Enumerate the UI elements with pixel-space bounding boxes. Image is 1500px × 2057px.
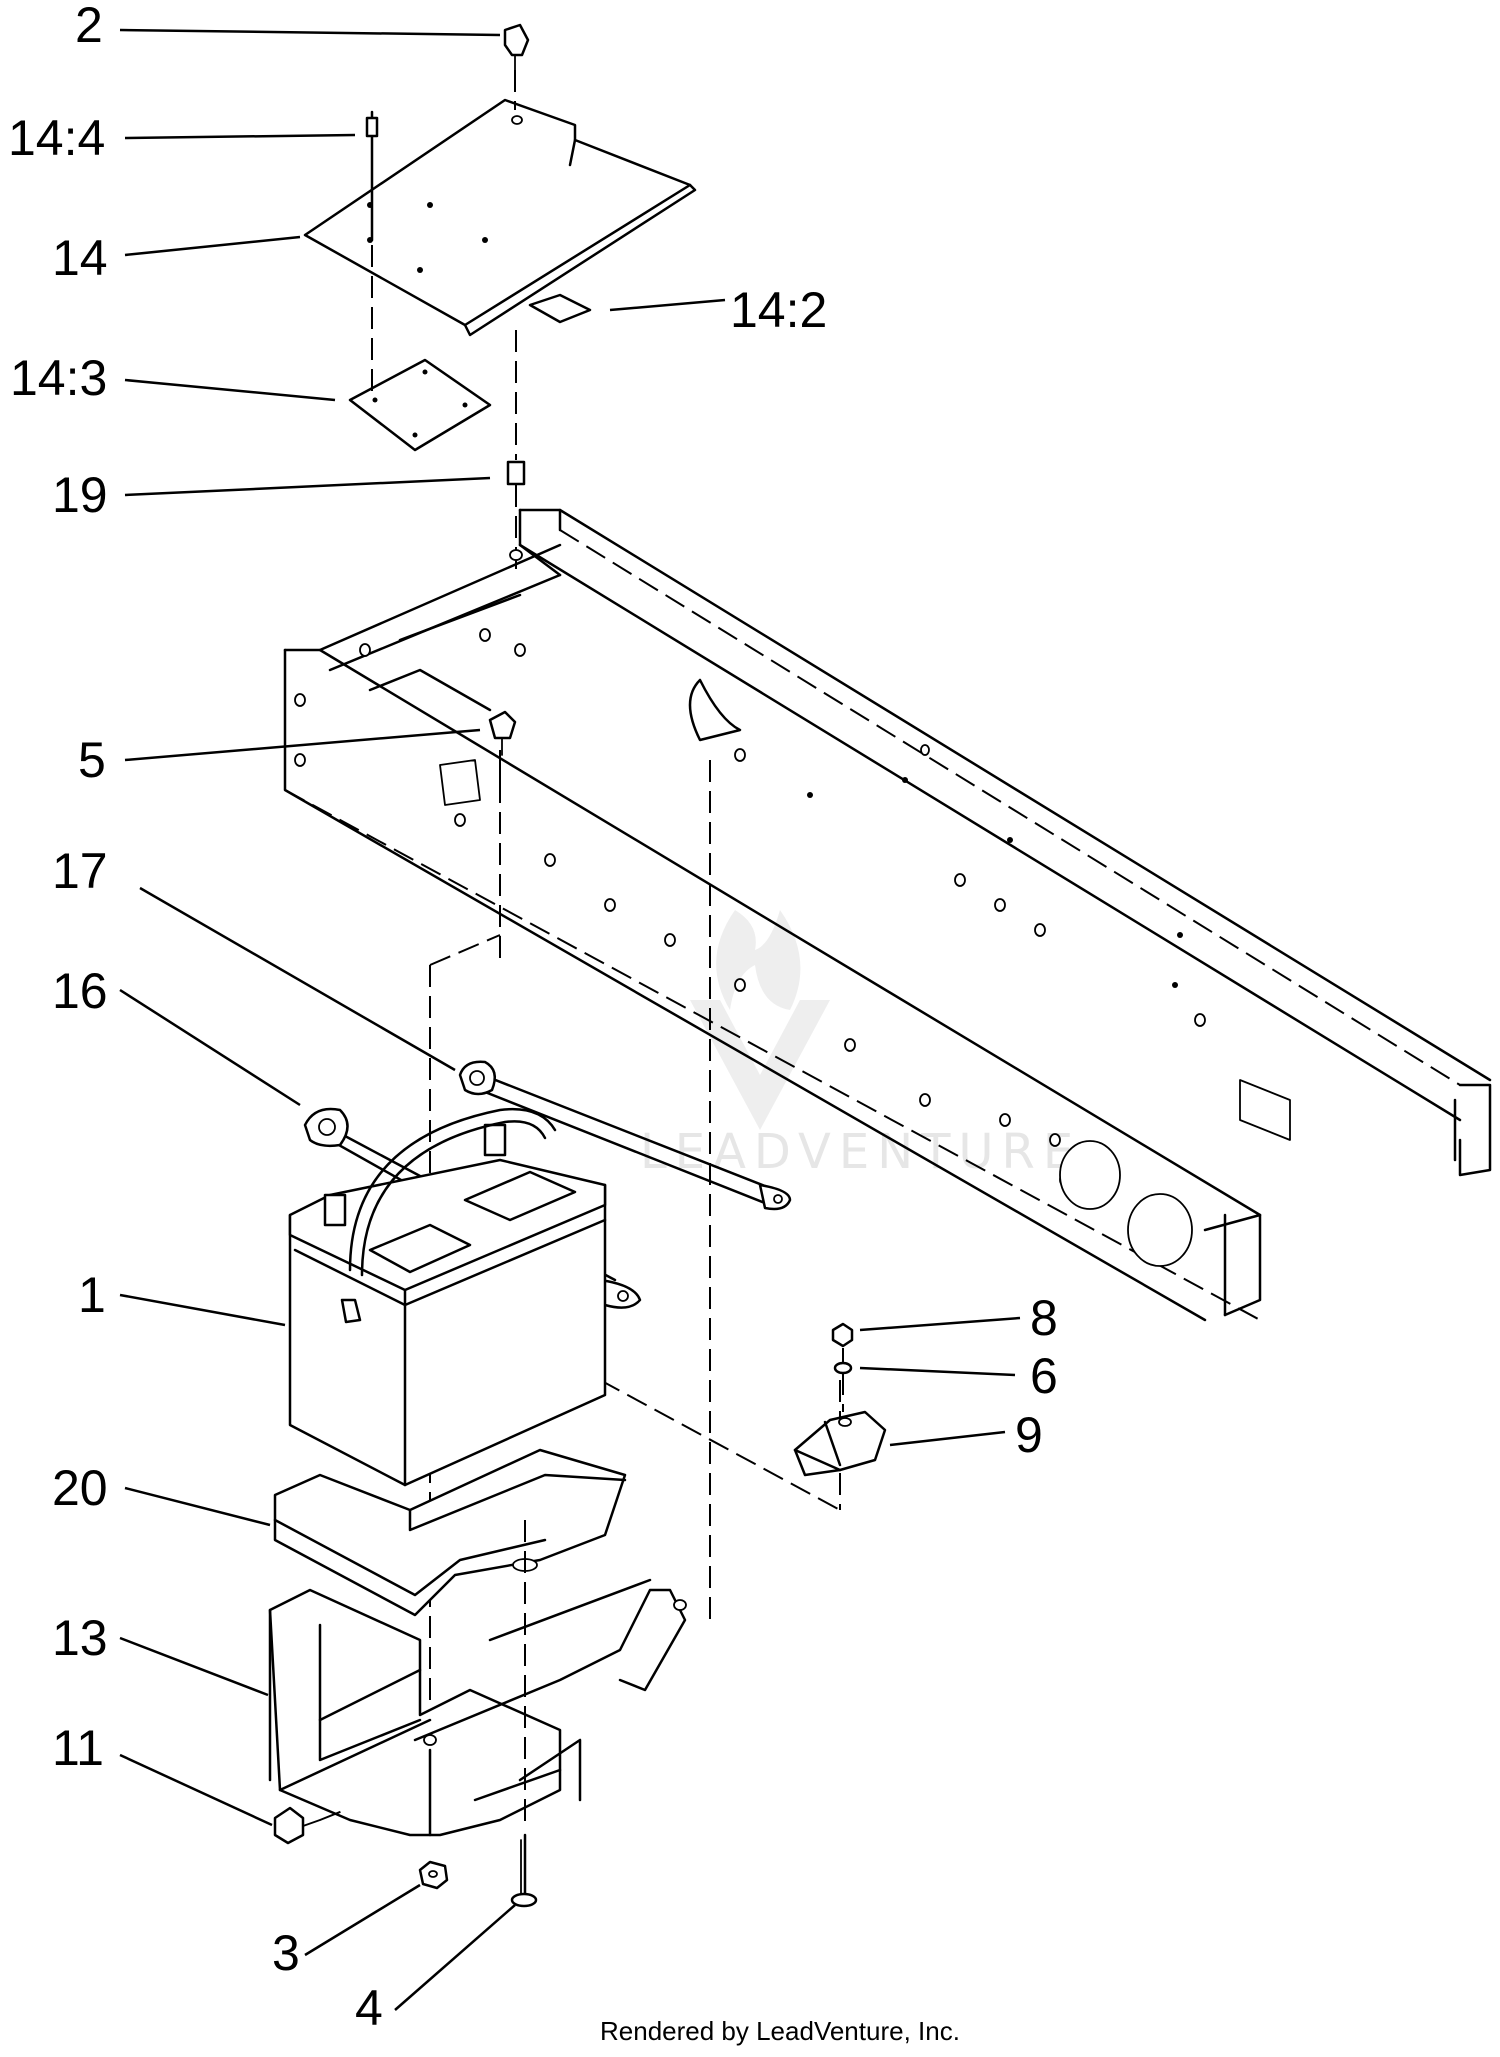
bolt-4 xyxy=(510,1520,538,1908)
battery xyxy=(288,1108,607,1487)
bolt-5 xyxy=(488,710,517,800)
callout-8: 8 xyxy=(1030,1290,1058,1346)
callout-14-2: 14:2 xyxy=(730,282,827,338)
footer-credit: Rendered by LeadVenture, Inc. xyxy=(600,2016,960,2046)
callout-13: 13 xyxy=(52,1610,108,1666)
leader-lines xyxy=(119,28,1021,2011)
callout-5: 5 xyxy=(78,732,106,788)
watermark-text: LEADVENTURE xyxy=(640,1124,1081,1180)
frame-rails xyxy=(283,508,1492,1830)
callout-14-4: 14:4 xyxy=(8,110,105,166)
cable-17 xyxy=(458,1060,792,1211)
callout-11: 11 xyxy=(52,1720,104,1776)
callout-14: 14 xyxy=(52,230,108,286)
battery-box xyxy=(268,1578,687,1837)
hold-down-clamp xyxy=(793,1322,887,1477)
callout-3: 3 xyxy=(272,1925,300,1981)
spacer-19 xyxy=(506,330,526,570)
battery-tray xyxy=(273,1448,627,1617)
pin-14-4 xyxy=(365,110,379,395)
callout-17: 17 xyxy=(52,843,108,899)
callout-20: 20 xyxy=(52,1460,108,1516)
watermark: LEADVENTURE xyxy=(640,910,1081,1180)
nut-3 xyxy=(418,1860,449,1890)
callout-labels: 2 14:4 14 14:3 14:2 19 5 17 16 1 8 6 9 2… xyxy=(8,0,1058,2036)
callout-9: 9 xyxy=(1015,1407,1043,1463)
callout-1: 1 xyxy=(78,1267,106,1323)
callout-19: 19 xyxy=(52,467,108,523)
callout-16: 16 xyxy=(52,963,108,1019)
callout-2: 2 xyxy=(75,0,103,53)
cover-plate xyxy=(303,98,697,452)
callout-4: 4 xyxy=(355,1980,383,2036)
callout-6: 6 xyxy=(1030,1348,1058,1404)
callout-14-3: 14:3 xyxy=(10,350,107,406)
bolt-11 xyxy=(273,1806,346,1845)
fastener-2 xyxy=(503,23,530,110)
